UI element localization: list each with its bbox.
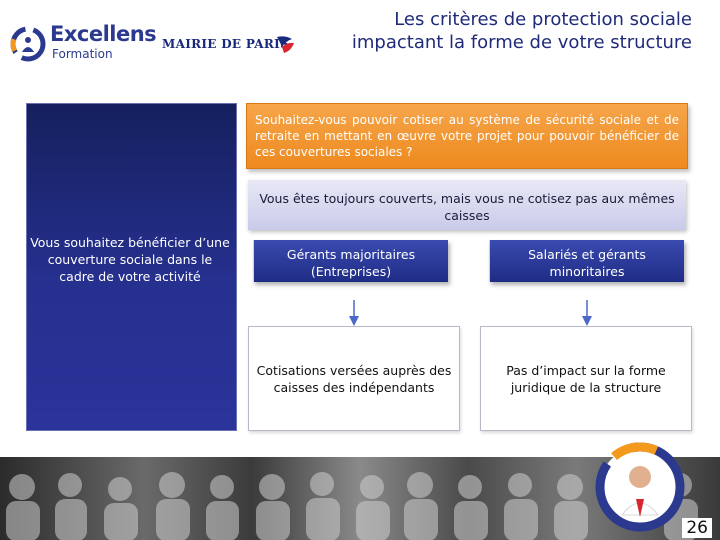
column-header-salaries: Salariés et gérants minoritaires: [489, 240, 684, 282]
mairie-de-paris-logo: MAIRIE DE PARIS: [158, 30, 296, 58]
column-header-gerants-majoritaires: Gérants majoritaires (Entreprises): [253, 240, 448, 282]
page-title: Les critères de protection sociale impac…: [302, 8, 692, 54]
question-box: Souhaitez-vous pouvoir cotiser au systèm…: [246, 103, 688, 169]
result-text: Pas d’impact sur la forme juridique de l…: [487, 327, 685, 430]
paris-emblem-icon: [274, 33, 296, 55]
formation-logo-text: Formation: [52, 47, 113, 61]
answer-text: Vous êtes toujours couverts, mais vous n…: [248, 190, 686, 224]
column-header-text: Salariés et gérants minoritaires: [490, 246, 684, 280]
down-arrow-icon: [582, 300, 592, 326]
result-box-gerants-majoritaires: Cotisations versées auprès des caisses d…: [248, 326, 460, 431]
excellens-emblem-icon: [10, 26, 46, 62]
excellens-logo: Excellens Formation: [10, 22, 150, 66]
result-box-salaries: Pas d’impact sur la forme juridique de l…: [480, 326, 692, 431]
result-text: Cotisations versées auprès des caisses d…: [255, 327, 453, 430]
excellens-logo-text: Excellens: [50, 22, 156, 46]
down-arrow-icon: [349, 300, 359, 326]
answer-box: Vous êtes toujours couverts, mais vous n…: [248, 180, 686, 230]
page-number: 26: [682, 518, 712, 538]
left-panel-text: Vous souhaitez bénéficier d’une couvertu…: [30, 234, 230, 285]
mairie-de-paris-text: MAIRIE DE PARIS: [162, 37, 289, 51]
column-header-text: Gérants majoritaires (Entreprises): [254, 246, 448, 280]
question-text: Souhaitez-vous pouvoir cotiser au systèm…: [255, 112, 679, 160]
excellens-circle-emblem-icon: [588, 435, 692, 539]
